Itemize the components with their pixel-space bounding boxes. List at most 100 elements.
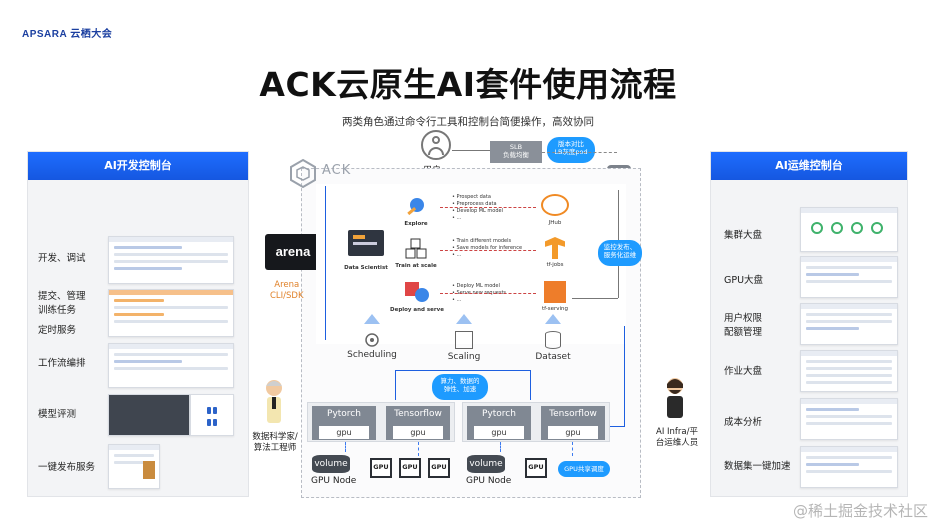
- ops-item-gpu: GPU大盘: [724, 275, 764, 286]
- arrow-up-dataset: [545, 314, 561, 324]
- arena-label: Arena CLI/SDK: [270, 280, 304, 301]
- dev-screenshot-eval-side: [190, 394, 234, 436]
- step-explore-bullets: • Prospect data • Preprocess data • Deve…: [452, 194, 503, 221]
- ai-dev-console-title: AI开发控制台: [28, 152, 248, 180]
- cubes-icon: [404, 238, 428, 260]
- tool-tfserving: tf-serving: [541, 306, 569, 312]
- ops-screenshot-gpu: [800, 256, 898, 298]
- tool-tfjobs: tf-jobs: [546, 262, 564, 268]
- dev-item-eval: 模型评测: [38, 409, 77, 420]
- link-gpu-4: [572, 442, 573, 456]
- node1-pytorch: Pytorch gpu: [312, 406, 376, 440]
- infra-label: AI Infra/平 台运维人员: [655, 427, 699, 448]
- ai-ops-console-title: AI运维控制台: [711, 152, 907, 180]
- capability-dataset: Dataset: [535, 352, 571, 362]
- ops-item-jobs: 作业大盘: [724, 366, 763, 377]
- gpu-tag: gpu: [474, 426, 524, 439]
- ops-screenshot-cluster: [800, 207, 898, 252]
- node1-gpu-chip-2: GPU: [399, 458, 421, 478]
- node2-pytorch: Pytorch gpu: [467, 406, 531, 440]
- ml-flow-box: [316, 184, 626, 344]
- step-train-bullets: • Train different models • Save models f…: [452, 238, 523, 258]
- magnifier-icon: [404, 196, 428, 218]
- ops-item-cluster: 集群大盘: [724, 230, 763, 241]
- shield-monitor-connector: [618, 190, 619, 240]
- right-blue-bracket-foot: [610, 426, 625, 427]
- slb-box: SLB 负载均衡: [490, 141, 542, 163]
- bullet: Develop ML model: [456, 208, 503, 214]
- node1-tensorflow: Tensorflow gpu: [386, 406, 450, 440]
- dev-screenshot-ide: [108, 236, 234, 284]
- role-data-scientist: Data Scientist: [344, 265, 388, 271]
- compute-connector-right: [530, 370, 531, 400]
- dev-screenshot-jobs: [108, 289, 234, 337]
- dev-item-debug: 开发、调试: [38, 253, 86, 264]
- gpu-share-cloud: GPU共享调度: [558, 461, 610, 477]
- bullet: ...: [456, 215, 462, 221]
- tool-jhub: JHub: [548, 220, 562, 226]
- ops-screenshot-cost: [800, 398, 898, 440]
- bullet: ...: [456, 297, 462, 303]
- bullet: Preprocess data: [456, 201, 497, 207]
- page-title: ACK云原生AI套件使用流程: [259, 65, 677, 104]
- logo-text: APSARA: [22, 29, 68, 40]
- scheduling-icon: [362, 332, 382, 348]
- bullet: Save models for inference: [456, 245, 523, 251]
- dev-screenshot-eval: [108, 394, 190, 436]
- link-gpu-1: [345, 442, 346, 452]
- framework-name: Tensorflow: [394, 409, 442, 419]
- flow-arrow-deploy: [440, 293, 536, 294]
- step-train-label: Train at scale: [395, 263, 437, 269]
- bullet: ...: [456, 252, 462, 258]
- link-gpu-2: [418, 442, 419, 456]
- gpu-tag: gpu: [393, 426, 443, 439]
- node1-gpu-chip-3: GPU: [428, 458, 450, 478]
- infra-avatar: [662, 376, 688, 420]
- capability-scheduling: Scheduling: [347, 350, 397, 360]
- dev-item-workflow: 工作流编排: [38, 358, 86, 369]
- node2-tensorflow: Tensorflow gpu: [541, 406, 605, 440]
- page-subtitle: 两类角色通过命令行工具和控制台简便操作，高效协同: [342, 116, 594, 128]
- user-icon: [421, 130, 451, 160]
- computer-icon: [348, 230, 384, 256]
- slb-shield-connector: [542, 152, 617, 153]
- scientist-label: 数据科学家/ 算法工程师: [252, 432, 298, 453]
- ack-hex-icon: [288, 158, 318, 189]
- serving-connector: [572, 298, 618, 299]
- watermark: @稀土掘金技术社区: [792, 502, 928, 520]
- dev-item-train: 提交、管理 训练任务: [38, 291, 86, 316]
- compute-cloud: 算力、数据的 弹性、加速: [432, 374, 488, 400]
- ops-screenshot-dataset: [800, 446, 898, 488]
- compute-connector-top: [395, 370, 531, 371]
- scientist-avatar: [262, 378, 286, 428]
- flow-arrow-train: [440, 250, 536, 251]
- dev-screenshot-workflow: [108, 343, 234, 388]
- framework-name: Pytorch: [327, 409, 361, 419]
- scaling-icon: [455, 331, 473, 349]
- dev-item-cron: 定时服务: [38, 325, 77, 336]
- compute-connector-left: [395, 370, 396, 400]
- node2-volume: volume: [467, 455, 505, 473]
- dev-screenshot-deploy: [108, 444, 160, 489]
- ops-screenshot-quota: [800, 303, 898, 345]
- ops-item-cost: 成本分析: [724, 417, 763, 428]
- bullet: Prospect data: [456, 194, 491, 200]
- logo-cn-text: 云栖大会: [70, 29, 113, 40]
- ops-item-quota: 用户权限 配额管理: [724, 313, 763, 338]
- right-blue-bracket: [624, 326, 625, 426]
- node1-label: GPU Node: [311, 476, 357, 486]
- capability-scaling: Scaling: [447, 352, 481, 362]
- ops-item-dataset: 数据集一键加速: [724, 461, 791, 472]
- canary-cloud: 版本对比 LB灰度pod: [547, 137, 595, 163]
- dev-item-deploy: 一键发布服务: [38, 462, 96, 473]
- ops-screenshot-jobs: [800, 350, 898, 392]
- flow-arrow-explore: [440, 207, 536, 208]
- node2-gpu-chip: GPU: [525, 458, 547, 478]
- gpu-tag: gpu: [548, 426, 598, 439]
- monitor-cloud: 监控发布、 服务化运维: [598, 240, 642, 266]
- deploy-icon: [404, 280, 430, 304]
- arrow-up-scaling: [456, 314, 472, 324]
- node1-gpu-chip-1: GPU: [370, 458, 392, 478]
- step-deploy-label: Deploy and serve: [390, 307, 444, 313]
